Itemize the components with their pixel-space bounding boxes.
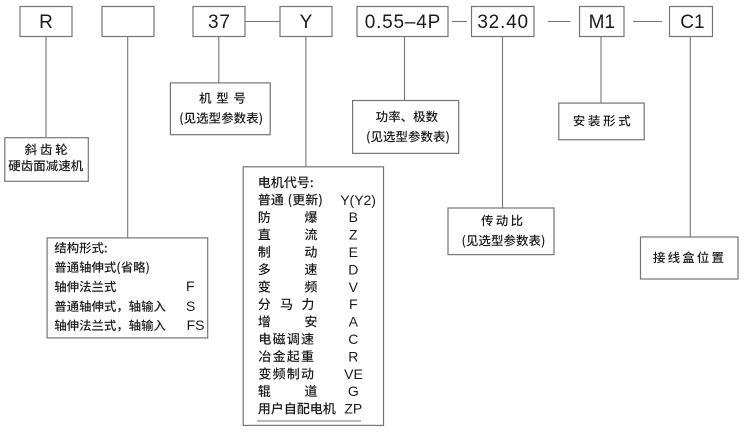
svg-text:F: F — [186, 278, 195, 294]
svg-text:V: V — [349, 279, 359, 295]
svg-text:R: R — [39, 12, 53, 33]
svg-text:A: A — [349, 314, 359, 330]
svg-text:Z: Z — [349, 227, 358, 243]
svg-text:D: D — [348, 261, 358, 277]
svg-text:F: F — [349, 296, 358, 312]
svg-text:ZP: ZP — [344, 401, 362, 417]
svg-text:Y(Y2): Y(Y2) — [340, 192, 376, 208]
svg-text:VE: VE — [344, 366, 363, 382]
svg-text:M1: M1 — [589, 12, 615, 33]
svg-text:R: R — [348, 348, 358, 364]
svg-text:C1: C1 — [680, 12, 704, 33]
svg-text:E: E — [349, 244, 358, 260]
svg-text:FS: FS — [187, 317, 205, 333]
svg-text:32.40: 32.40 — [477, 12, 529, 33]
svg-text:0.55–4P: 0.55–4P — [365, 12, 441, 33]
svg-text:C: C — [348, 331, 358, 347]
svg-text:Y: Y — [300, 12, 313, 33]
svg-text:S: S — [186, 298, 195, 314]
svg-text:37: 37 — [208, 12, 231, 33]
svg-text:G: G — [348, 383, 359, 399]
svg-text:B: B — [349, 209, 358, 225]
